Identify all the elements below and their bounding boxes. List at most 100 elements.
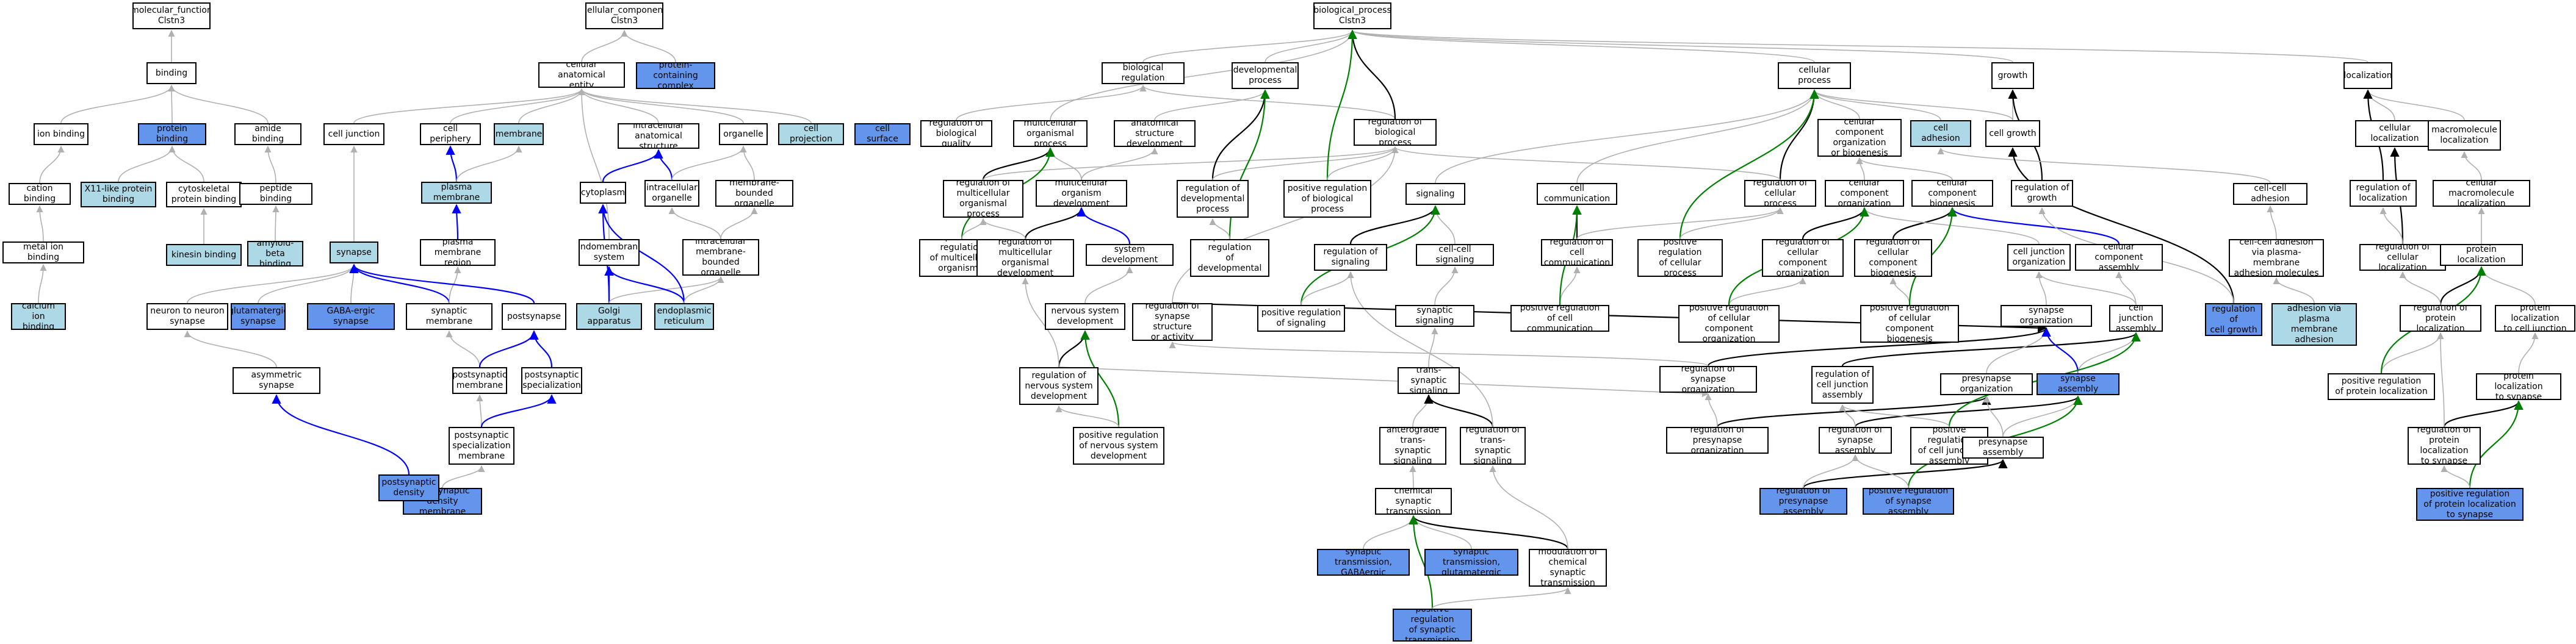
go-term-node[interactable]: regulation of protein localization to sy… — [2408, 427, 2481, 465]
go-term-node[interactable]: cellular component assembly — [2075, 244, 2163, 271]
go-term-node[interactable]: regulation of localization — [2350, 180, 2417, 207]
go-term-node[interactable]: cellular_component Clstn3 — [585, 2, 663, 29]
go-term-node[interactable]: modulation of chemical synaptic transmis… — [1529, 549, 1607, 587]
go-term-node[interactable]: chemical synaptic transmission — [1375, 488, 1452, 515]
go-term-node[interactable]: cell periphery — [420, 123, 481, 145]
go-term-node[interactable]: regulation of cellular process — [1744, 180, 1816, 207]
go-term-node[interactable]: molecular_function Clstn3 — [132, 2, 211, 29]
go-term-node[interactable]: presynapse organization — [1940, 373, 2033, 395]
go-term-node[interactable]: synapse — [330, 242, 378, 263]
go-term-node[interactable]: regulation of cell junction assembly — [1811, 366, 1874, 404]
go-term-node[interactable]: synapse assembly — [2037, 373, 2120, 395]
go-term-node[interactable]: regulation of synapse assembly — [1819, 427, 1892, 454]
go-term-node[interactable]: X11-like protein binding — [81, 182, 156, 207]
go-term-node[interactable]: positive regulation of nervous system de… — [1073, 427, 1164, 465]
go-term-node[interactable]: postsynaptic membrane — [452, 367, 507, 394]
go-term-node[interactable]: regulation of cellular component biogene… — [1854, 239, 1932, 277]
go-term-node[interactable]: regulation of synapse structure or activ… — [1132, 303, 1213, 341]
go-term-node[interactable]: synaptic transmission, GABAergic — [1317, 549, 1410, 576]
go-term-node[interactable]: cation binding — [9, 183, 71, 205]
go-term-node[interactable]: synaptic signaling — [1395, 305, 1474, 327]
go-term-node[interactable]: cell-cell signaling — [1416, 244, 1494, 266]
go-term-node[interactable]: regulation of cell communication — [1541, 239, 1613, 266]
go-term-node[interactable]: postsynaptic density — [378, 474, 439, 501]
go-term-node[interactable]: cytoskeletal protein binding — [166, 182, 242, 207]
go-term-node[interactable]: cell-cell adhesion via plasma-membrane a… — [2229, 239, 2324, 277]
go-term-node[interactable]: synaptic transmission, glutamatergic — [1424, 549, 1518, 576]
go-term-node[interactable]: intracellular anatomical structure — [618, 123, 699, 149]
go-term-node[interactable]: regulation of developmental process — [1177, 180, 1249, 218]
go-term-node[interactable]: regulation of protein localization — [2400, 305, 2481, 332]
go-term-node[interactable]: growth — [1991, 62, 2034, 89]
go-term-node[interactable]: cellular localization — [2355, 120, 2434, 147]
go-term-node[interactable]: regulation of biological process — [1354, 119, 1437, 146]
go-term-node[interactable]: plasma membrane region — [420, 239, 496, 266]
go-term-node[interactable]: homophilic cell adhesion via plasma memb… — [2271, 303, 2357, 346]
go-term-node[interactable]: anterograde trans-synaptic signaling — [1379, 427, 1446, 465]
go-term-node[interactable]: regulation of synapse organization — [1659, 366, 1757, 393]
go-term-node[interactable]: developmental process — [1232, 62, 1299, 89]
go-term-node[interactable]: cell surface — [854, 123, 911, 145]
go-term-node[interactable]: cell junction assembly — [2109, 305, 2163, 332]
go-term-node[interactable]: metal ion binding — [2, 242, 84, 263]
go-term-node[interactable]: biological regulation — [1102, 62, 1185, 84]
go-term-node[interactable]: trans-synaptic signaling — [1398, 367, 1460, 394]
go-term-node[interactable]: cellular process — [1778, 62, 1851, 89]
go-term-node[interactable]: peptide binding — [239, 183, 312, 205]
go-term-node[interactable]: protein localization to synapse — [2476, 373, 2561, 400]
go-term-node[interactable]: synapse organization — [2001, 305, 2092, 327]
go-term-node[interactable]: biological_process Clstn3 — [1313, 2, 1391, 29]
go-term-node[interactable]: positive regulation of synapse assembly — [1863, 488, 1954, 515]
go-term-node[interactable]: cell projection — [778, 123, 844, 145]
go-term-node[interactable]: protein-containing complex — [636, 62, 715, 89]
go-term-node[interactable]: positive regulation of biological proces… — [1283, 180, 1371, 218]
go-term-node[interactable]: cellular component organization — [1825, 180, 1904, 207]
go-term-node[interactable]: endoplasmic reticulum — [654, 303, 714, 330]
go-term-node[interactable]: postsynapse — [502, 303, 566, 330]
go-term-node[interactable]: asymmetric synapse — [233, 367, 320, 394]
go-term-node[interactable]: binding — [146, 62, 197, 84]
go-term-node[interactable]: postsynaptic specialization — [521, 367, 582, 394]
go-term-node[interactable]: intracellular organelle — [644, 180, 699, 207]
go-term-node[interactable]: cell-cell adhesion — [2233, 183, 2307, 205]
go-term-node[interactable]: regulation of cell growth — [2205, 303, 2262, 336]
go-term-node[interactable]: cellular macromolecule localization — [2433, 180, 2530, 207]
go-term-node[interactable]: plasma membrane — [421, 182, 492, 204]
go-term-node[interactable]: postsynaptic specialization membrane — [449, 427, 514, 465]
go-term-node[interactable]: positive regulation of cellular componen… — [1678, 305, 1780, 343]
go-term-node[interactable]: signaling — [1405, 183, 1465, 205]
go-term-node[interactable]: endomembrane system — [579, 239, 640, 266]
go-term-node[interactable]: membrane — [494, 123, 544, 145]
go-term-node[interactable]: regulation of presynapse assembly — [1759, 488, 1847, 515]
go-term-node[interactable]: regulation of cellular component organiz… — [1762, 239, 1844, 277]
go-term-node[interactable]: positive regulation of protein localizat… — [2328, 373, 2435, 400]
go-term-node[interactable]: system development — [1086, 244, 1174, 266]
go-term-node[interactable]: regulation of multicellular organismal p… — [943, 180, 1023, 218]
go-term-node[interactable]: nervous system development — [1045, 303, 1125, 330]
go-term-node[interactable]: neuron to neuron synapse — [146, 303, 228, 330]
go-term-node[interactable]: cell communication — [1537, 183, 1617, 205]
go-term-node[interactable]: positive regulation of developmental pro… — [1190, 239, 1269, 277]
go-term-node[interactable]: cell adhesion — [1910, 120, 1971, 147]
go-term-node[interactable]: protein localization — [2440, 244, 2523, 266]
go-term-node[interactable]: regulation of cellular localization — [2359, 244, 2446, 271]
go-term-node[interactable]: regulation of multicellular organismal d… — [976, 239, 1074, 277]
go-term-node[interactable]: ion binding — [34, 123, 88, 145]
go-term-node[interactable]: protein binding — [138, 123, 206, 145]
go-term-node[interactable]: positive regulation of cell communicatio… — [1510, 305, 1609, 332]
go-term-node[interactable]: amyloid-beta binding — [247, 241, 303, 267]
go-term-node[interactable]: macromolecule localization — [2428, 120, 2501, 151]
go-term-node[interactable]: kinesin binding — [166, 244, 242, 266]
go-term-node[interactable]: multicellular organismal process — [1013, 120, 1088, 147]
go-term-node[interactable]: intracellular membrane-bounded organelle — [682, 239, 759, 276]
go-term-node[interactable]: regulation of signaling — [1314, 244, 1387, 271]
go-term-node[interactable]: positive regulation of protein localizat… — [2416, 488, 2524, 521]
go-term-node[interactable]: Golgi apparatus — [576, 303, 642, 330]
go-term-node[interactable]: regulation of biological quality — [920, 120, 992, 147]
go-term-node[interactable]: cell junction — [323, 123, 384, 145]
go-term-node[interactable]: cell growth — [1985, 120, 2040, 147]
go-term-node[interactable]: localization — [2343, 62, 2392, 89]
go-term-node[interactable]: anatomical structure development — [1114, 120, 1196, 147]
go-term-node[interactable]: positive regulation of cellular process — [1637, 239, 1723, 277]
go-term-node[interactable]: GABA-ergic synapse — [307, 303, 395, 330]
